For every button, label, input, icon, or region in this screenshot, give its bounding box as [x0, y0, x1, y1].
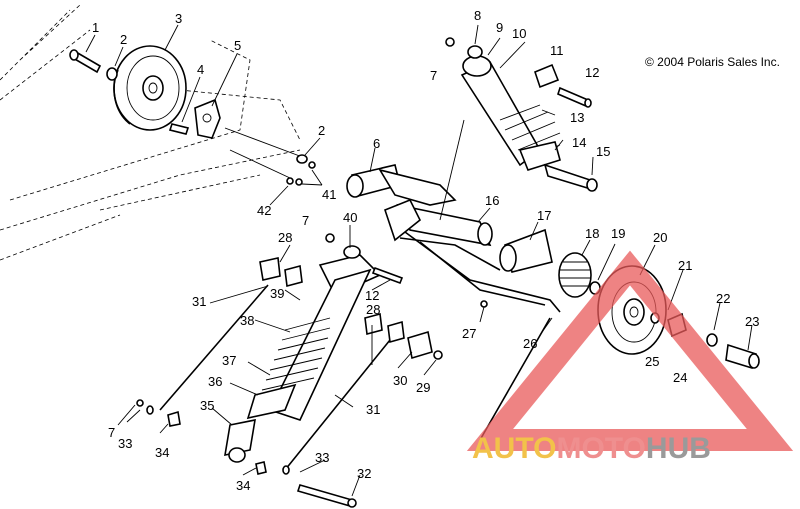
callout-5: 5 [234, 38, 241, 53]
callout-11: 11 [550, 43, 564, 58]
callout-7: 7 [108, 425, 115, 440]
callout-39: 39 [270, 286, 284, 301]
torsion-spring [558, 252, 601, 298]
callout-38: 38 [240, 313, 254, 328]
watermark-logo: AUTOMOTOHUB [466, 250, 794, 465]
callout-26: 26 [523, 336, 537, 351]
callout-6: 6 [373, 136, 380, 151]
callout-16: 16 [485, 193, 499, 208]
callout-23: 23 [745, 314, 759, 329]
callout-3: 3 [175, 11, 182, 26]
callout-33: 33 [118, 436, 132, 451]
lower-bushings [259, 233, 488, 360]
callout-2: 2 [120, 32, 127, 47]
callout-30: 30 [393, 373, 407, 388]
rear-shock-absorber [224, 245, 382, 463]
callout-41: 41 [322, 187, 336, 202]
callout-10: 10 [512, 26, 526, 41]
callout-9: 9 [496, 20, 503, 35]
callout-31: 31 [192, 294, 206, 309]
watermark-auto: AUTOMOTOHUB [472, 432, 711, 465]
callout-18: 18 [585, 226, 599, 241]
callout-24: 24 [673, 370, 687, 385]
callout-29: 29 [416, 380, 430, 395]
callout-27: 27 [462, 326, 476, 341]
callout-14: 14 [572, 135, 586, 150]
bolt-1 [69, 49, 102, 74]
callout-12: 12 [585, 65, 599, 80]
callout-7: 7 [302, 213, 309, 228]
idler-bracket [168, 98, 221, 139]
callout-36: 36 [208, 374, 222, 389]
callout-32: 32 [357, 466, 371, 481]
callout-42: 42 [257, 203, 271, 218]
callout-34: 34 [155, 445, 169, 460]
callout-35: 35 [200, 398, 214, 413]
limiter-strap [479, 317, 551, 441]
callout-28: 28 [366, 302, 380, 317]
shock-pins [534, 63, 592, 108]
callout-7: 7 [430, 68, 437, 83]
callout-22: 22 [716, 291, 730, 306]
callout-17: 17 [537, 208, 551, 223]
callout-21: 21 [678, 258, 692, 273]
copyright-notice: © 2004 Polaris Sales Inc. [645, 55, 780, 69]
callout-28: 28 [278, 230, 292, 245]
callout-labels: 1 2 3 4 5 2 41 42 8 9 10 7 11 12 13 14 1… [92, 8, 759, 493]
callout-40: 40 [343, 210, 357, 225]
callout-25: 25 [645, 354, 659, 369]
callout-1: 1 [92, 20, 99, 35]
axle-shaft [224, 127, 316, 186]
callout-20: 20 [653, 230, 667, 245]
washer-2 [106, 67, 118, 81]
frame-outline [0, 4, 301, 261]
front-shock-absorber [445, 37, 598, 192]
callout-37: 37 [222, 353, 236, 368]
idler-wheel-left [113, 45, 187, 131]
rear-tube-17 [499, 228, 553, 273]
callout-8: 8 [474, 8, 481, 23]
callout-31: 31 [366, 402, 380, 417]
callout-12: 12 [365, 288, 379, 303]
leader-lines [85, 24, 753, 497]
callout-2: 2 [318, 123, 325, 138]
callout-34: 34 [236, 478, 250, 493]
callout-33: 33 [315, 450, 329, 465]
callout-15: 15 [596, 144, 610, 159]
carrier-rods [136, 284, 391, 508]
callout-13: 13 [570, 110, 584, 125]
callout-19: 19 [611, 226, 625, 241]
front-arm-assembly [346, 164, 561, 313]
callout-4: 4 [197, 62, 204, 77]
